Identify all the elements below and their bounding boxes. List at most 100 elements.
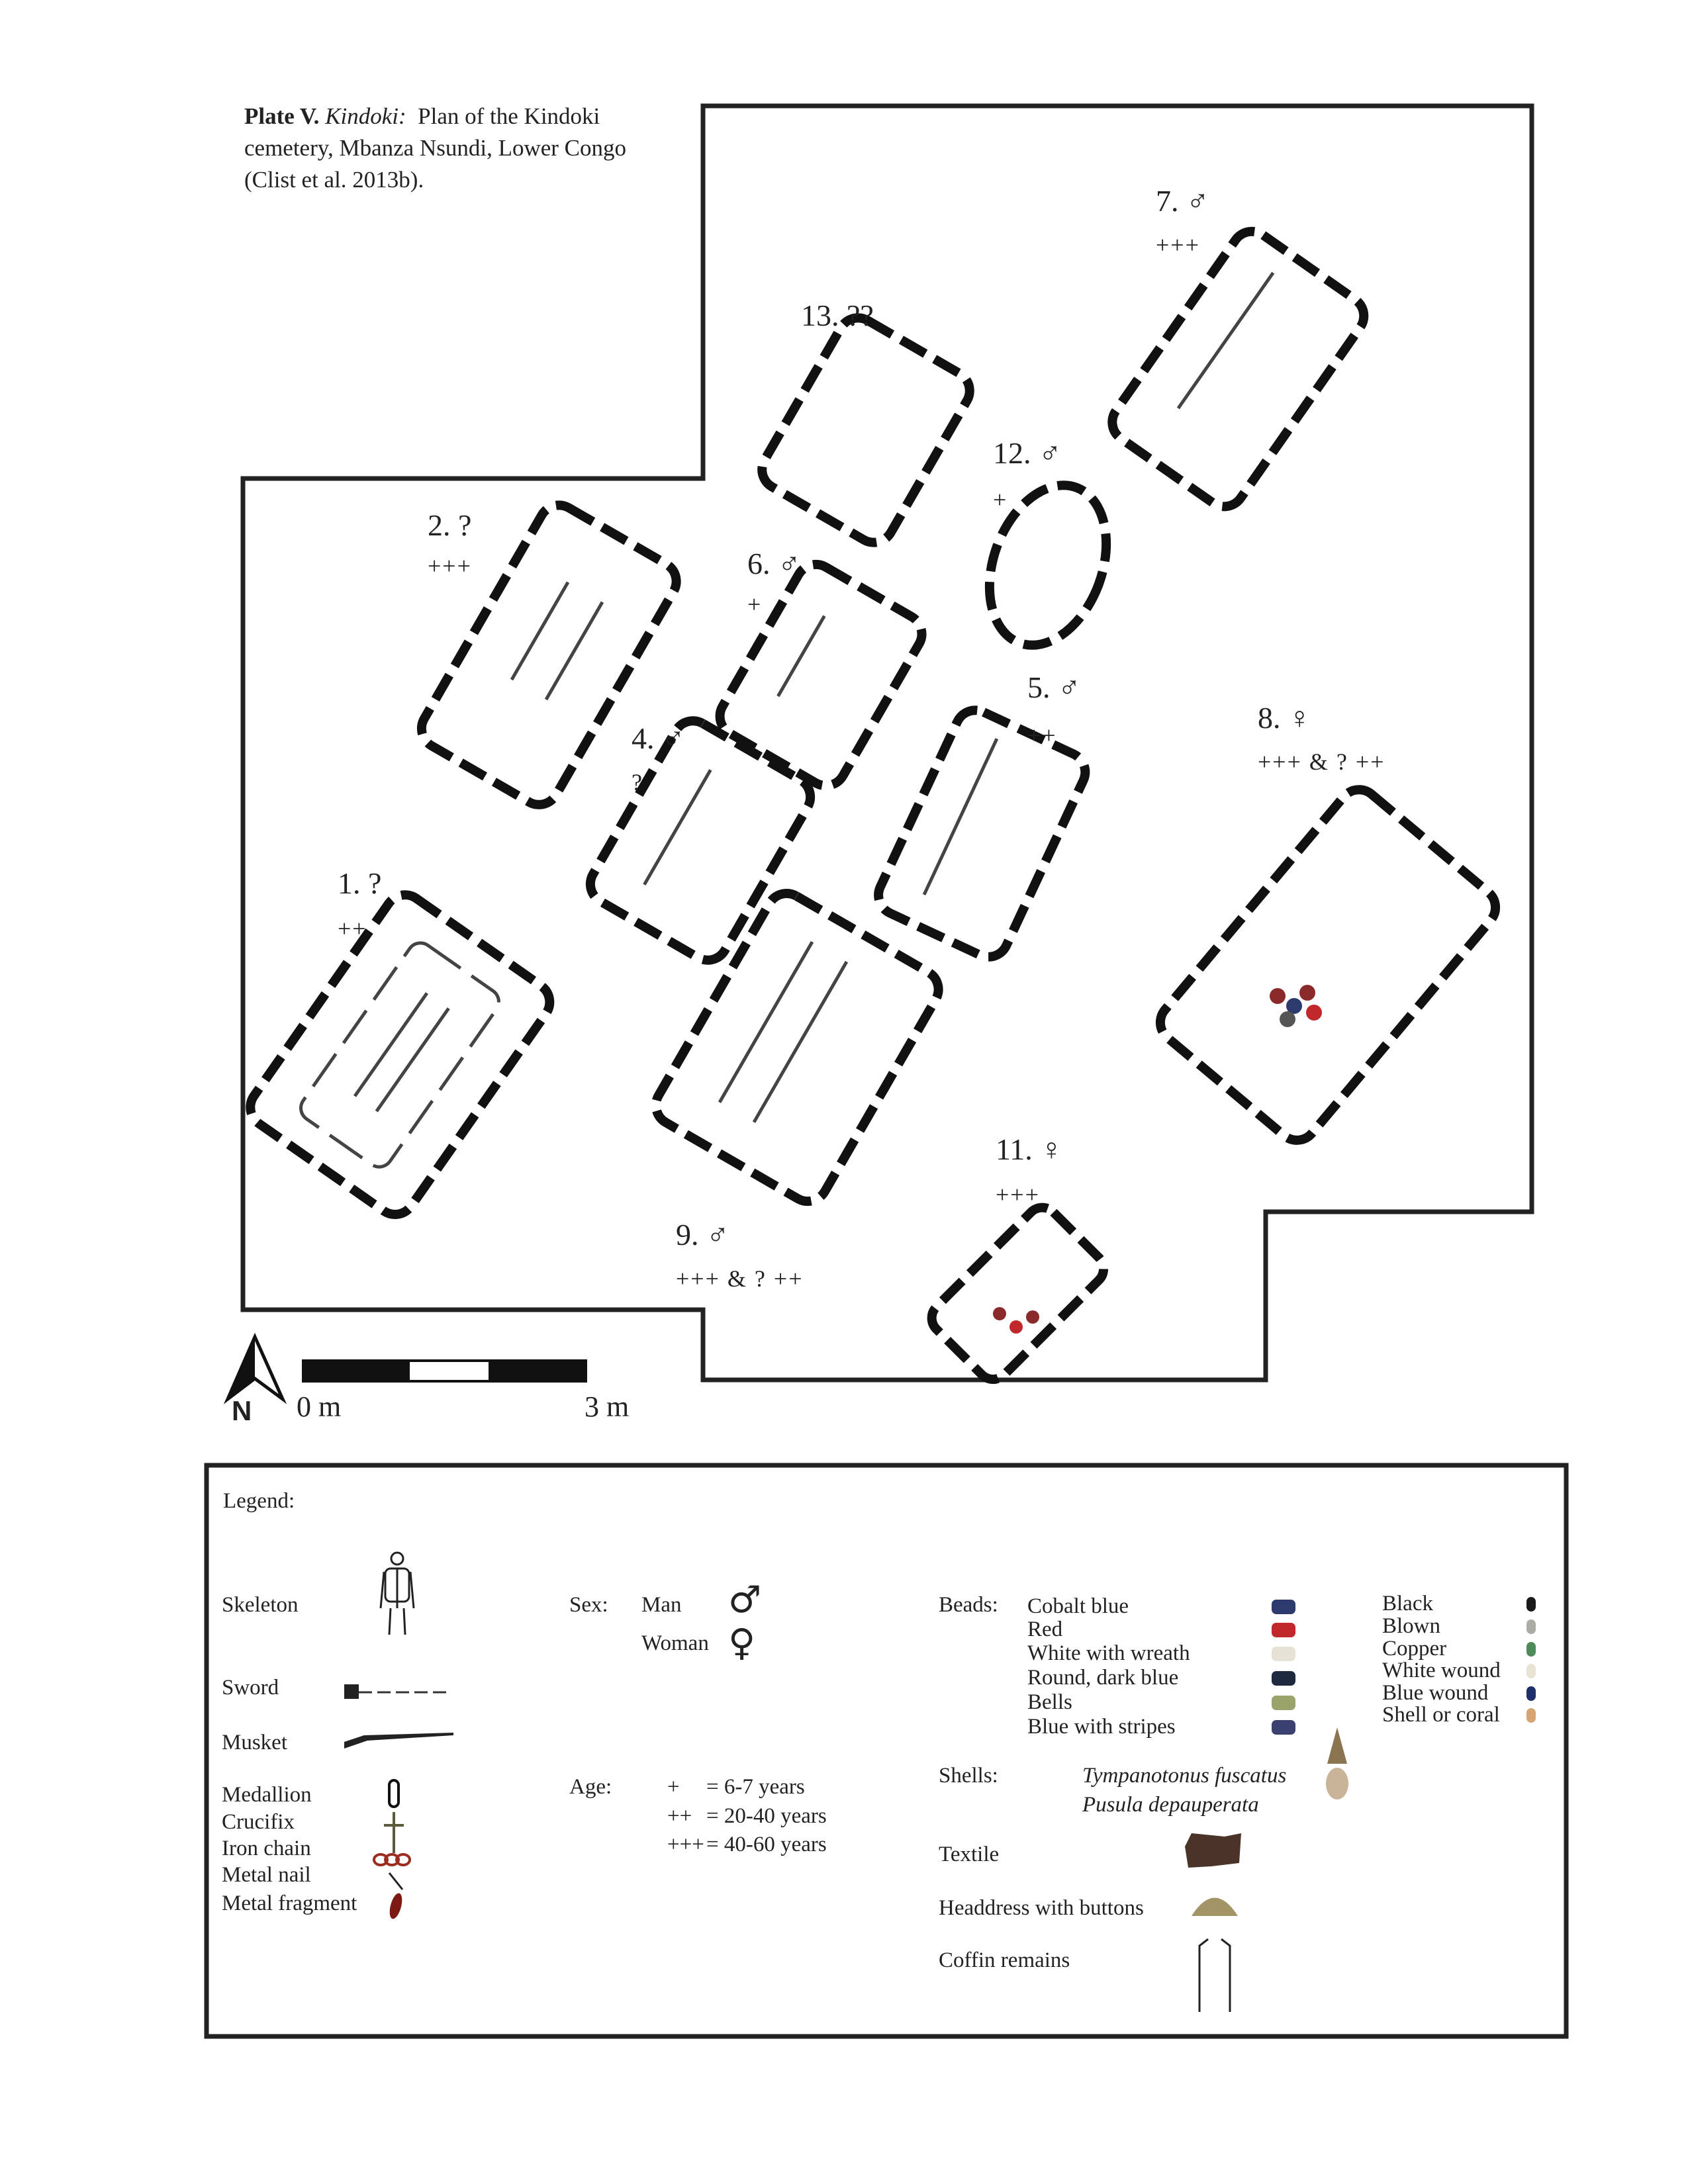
grave-age-1: ++ — [338, 915, 367, 942]
grave-2 — [416, 500, 681, 809]
grave-12 — [984, 480, 1111, 650]
legend-crucifix: Crucifix — [222, 1810, 295, 1834]
scale-bar — [302, 1359, 587, 1383]
grave-label-13: 13. ?? — [801, 298, 874, 332]
female-symbol-icon: ♀ — [728, 1621, 756, 1664]
grave-label-2: 2. ? — [428, 508, 472, 542]
grave-7 — [1107, 226, 1369, 512]
grave-label-5: 5. ♂ — [1027, 670, 1081, 704]
grave-label-4: 4. ♂ — [632, 721, 685, 755]
grave-age-11: +++ — [996, 1181, 1040, 1208]
iron-chain-icon — [373, 1853, 411, 1866]
legend-woman: Woman — [641, 1631, 709, 1655]
textile-icon — [1185, 1833, 1241, 1868]
legend-medallion: Medallion — [222, 1783, 312, 1807]
headdress-icon — [1192, 1897, 1238, 1916]
grave-age-5: ++ — [1027, 722, 1057, 749]
grave-9 — [651, 889, 943, 1206]
sword-icon — [344, 1684, 450, 1699]
bead-swatch — [1526, 1642, 1536, 1657]
legend-musket: Musket — [222, 1731, 287, 1754]
grave-age-6: + — [747, 591, 763, 617]
pusula-shell-icon — [1326, 1768, 1348, 1799]
shell-pusula: Pusula depauperata — [1082, 1793, 1259, 1817]
legend-sex-heading: Sex: — [569, 1593, 608, 1617]
grave-label-8: 8. ♀ — [1258, 701, 1311, 735]
age-symbol: ++ — [667, 1804, 692, 1828]
metal-fragment-icon — [389, 1893, 402, 1919]
legend-shells-heading: Shells: — [939, 1764, 998, 1788]
bead-swatch — [1272, 1647, 1295, 1661]
grave-13 — [757, 313, 974, 547]
bead-label: White with wreath — [1027, 1641, 1190, 1665]
bead-swatch — [1526, 1597, 1536, 1612]
grave-11 — [927, 1203, 1109, 1385]
beads-grave-8 — [993, 985, 1322, 1334]
legend-iron-chain: Iron chain — [222, 1837, 311, 1860]
bead-swatch — [1526, 1664, 1536, 1678]
grave-label-12: 12. ♂ — [993, 436, 1062, 470]
grave-8 — [1155, 785, 1501, 1145]
bead-label: Bells — [1027, 1690, 1072, 1714]
north-label: N — [232, 1395, 252, 1426]
legend-skeleton: Skeleton — [222, 1593, 299, 1617]
legend-box — [204, 1463, 1569, 2039]
bead-label: Round, dark blue — [1027, 1666, 1179, 1690]
legend-metal-nail: Metal nail — [222, 1863, 311, 1887]
bead-label: Red — [1027, 1617, 1063, 1641]
grave-age-7: +++ — [1156, 232, 1200, 258]
grave-label-7: 7. ♂ — [1156, 184, 1209, 218]
shell-tympanotonus: Tympanotonus fuscatus — [1082, 1764, 1287, 1788]
grave-age-2: +++ — [428, 553, 472, 579]
bead-swatch — [1272, 1623, 1295, 1637]
scale-start-label: 0 m — [297, 1390, 342, 1423]
bead-label: Blue with stripes — [1027, 1715, 1176, 1739]
coffin-remains-icon — [1198, 1938, 1231, 2012]
bead-label: Shell or coral — [1382, 1703, 1500, 1727]
legend-man: Man — [641, 1593, 682, 1617]
male-symbol-icon: ♂ — [728, 1578, 762, 1621]
grave-label-11: 11. ♀ — [996, 1132, 1063, 1166]
bead-swatches — [1272, 1597, 1536, 1735]
metal-nail-icon — [388, 1872, 404, 1890]
legend-headdress: Headdress with buttons — [939, 1896, 1144, 1920]
grave-1 — [246, 890, 555, 1219]
legend-textile: Textile — [939, 1843, 1000, 1866]
tympanotonus-shell-icon — [1327, 1727, 1347, 1764]
legend-title: Legend: — [223, 1489, 295, 1513]
bead-swatch — [1272, 1720, 1295, 1735]
bead-swatch — [1526, 1708, 1536, 1723]
age-value: = 20-40 years — [706, 1804, 827, 1828]
musket-icon — [344, 1733, 453, 1749]
bead-swatch — [1526, 1619, 1536, 1634]
age-symbol: +++ — [667, 1833, 704, 1856]
bead-swatch — [1272, 1671, 1295, 1686]
bead-label: Cobalt blue — [1027, 1594, 1129, 1618]
legend-metal-fragment: Metal fragment — [222, 1891, 357, 1915]
legend-age-heading: Age: — [569, 1775, 612, 1799]
bead-label: Copper — [1382, 1637, 1447, 1661]
bead-swatch — [1272, 1696, 1295, 1710]
grave-age-12: + — [993, 486, 1008, 513]
scale-end-label: 3 m — [585, 1390, 630, 1423]
bead-label: Black — [1382, 1592, 1433, 1615]
crucifix-icon — [384, 1812, 404, 1853]
grave-6 — [715, 559, 927, 791]
grave-label-6: 6. ♂ — [747, 547, 801, 580]
age-value: = 40-60 years — [706, 1833, 827, 1856]
grave-label-9: 9. ♂ — [676, 1218, 729, 1251]
grave-5 — [874, 705, 1090, 962]
bead-label: Blown — [1382, 1614, 1441, 1638]
grave-4 — [585, 716, 816, 965]
age-symbol: + — [667, 1775, 680, 1799]
excavation-outline — [240, 103, 1534, 1383]
legend-sword: Sword — [222, 1676, 279, 1700]
legend-beads-heading: Beads: — [939, 1593, 998, 1617]
bead-swatch — [1526, 1686, 1536, 1701]
skeleton-icon — [379, 1551, 415, 1635]
grave-age-4: ? — [632, 769, 643, 796]
medallion-icon — [388, 1779, 400, 1808]
legend-coffin: Coffin remains — [939, 1948, 1070, 1972]
bead-label: Blue wound — [1382, 1681, 1489, 1705]
grave-age-9: +++ & ? ++ — [676, 1265, 804, 1292]
